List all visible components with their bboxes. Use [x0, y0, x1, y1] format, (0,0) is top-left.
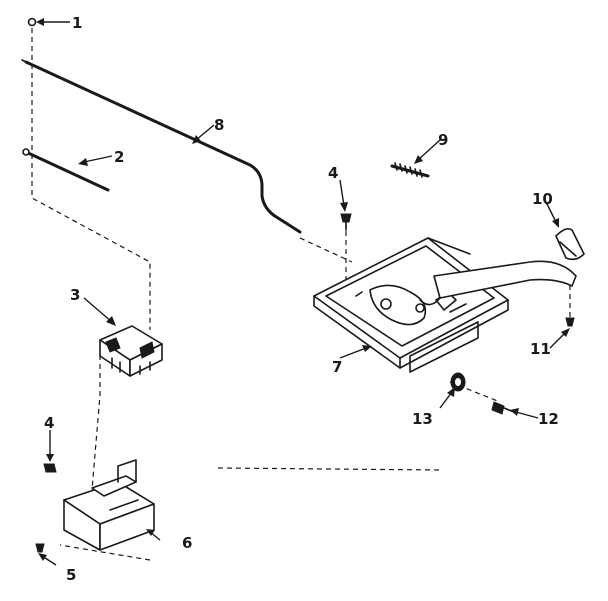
- part-1-pin: [27, 17, 37, 27]
- callout-6: 6: [182, 534, 192, 552]
- callout-7: 7: [332, 358, 342, 376]
- callout-9: 9: [438, 131, 448, 149]
- callout-5: 5: [66, 566, 76, 584]
- callout-3: 3: [70, 286, 80, 304]
- callout-11: 11: [530, 340, 551, 358]
- part-13-washer: [450, 372, 466, 392]
- callout-labels: 1 2 3 4 4 5 6 7 8 9 10 11 12 13: [44, 14, 559, 584]
- part-10-knob: [555, 228, 585, 261]
- callout-1: 1: [72, 14, 82, 32]
- callout-12: 12: [538, 410, 559, 428]
- callout-8: 8: [214, 116, 224, 134]
- callout-4-upper: 4: [328, 164, 338, 182]
- part-11-screw: [565, 317, 575, 327]
- callout-2: 2: [114, 148, 124, 166]
- part-7-tray-bracket: [313, 237, 509, 373]
- alignment-lines: [31, 28, 571, 561]
- part-4-screw-upper: [340, 213, 352, 231]
- part-6-bracket: [63, 459, 155, 551]
- part-12-screw: [491, 401, 515, 415]
- part-2-short-rod: [22, 148, 110, 192]
- callout-10: 10: [532, 190, 553, 208]
- part-3-switch: [99, 325, 163, 377]
- leader-lines: [36, 18, 570, 566]
- callout-13: 13: [412, 410, 433, 428]
- part-5-screw: [35, 543, 45, 553]
- part-7-lever-arm: [419, 260, 577, 306]
- part-8-long-rod: [21, 59, 302, 234]
- callout-4-lower: 4: [44, 414, 54, 432]
- part-9-spring: [390, 162, 430, 178]
- part-4-screw-lower: [43, 463, 57, 473]
